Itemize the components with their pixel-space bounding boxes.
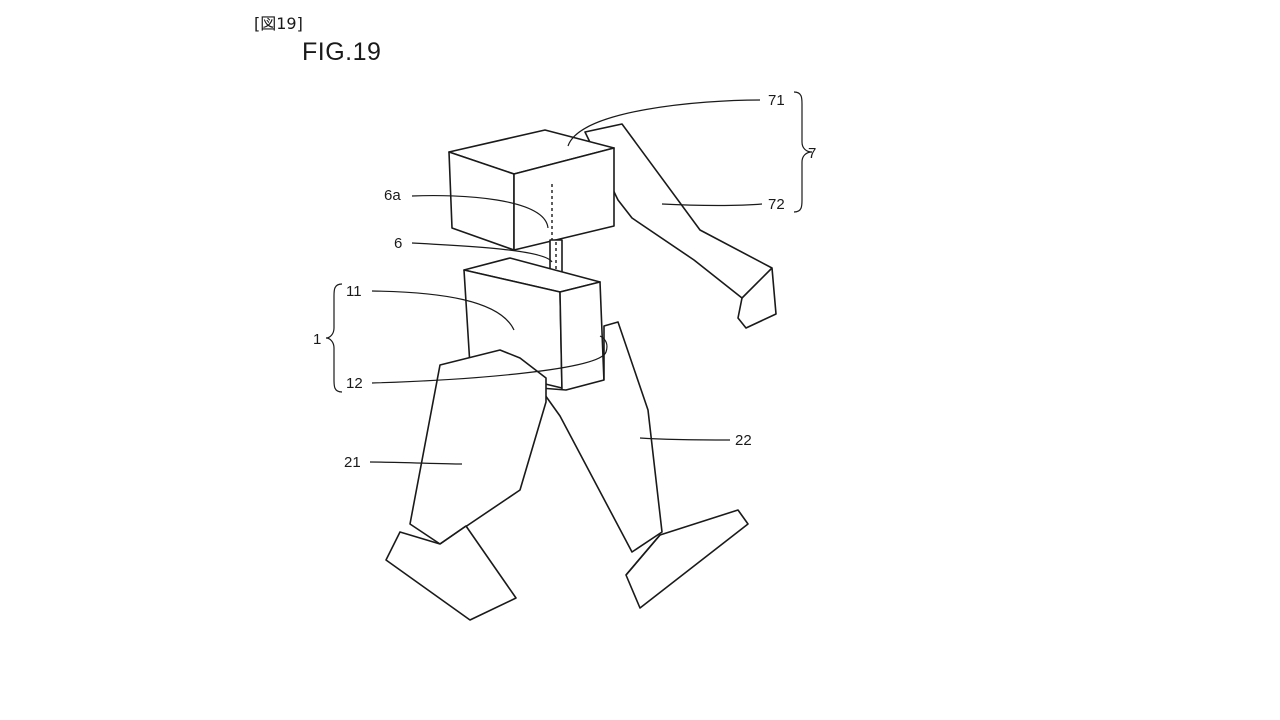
ref-6a: 6a	[384, 187, 401, 204]
leader-72	[661, 203, 763, 207]
brace-1	[325, 283, 343, 393]
head-block-71	[448, 129, 615, 251]
ref-6: 6	[394, 235, 402, 252]
leader-71	[567, 99, 761, 147]
leader-12	[371, 335, 608, 384]
leader-11	[371, 290, 515, 331]
foot-22	[625, 509, 749, 609]
brace-7	[793, 91, 813, 213]
ref-21: 21	[344, 454, 361, 471]
figure-title: FIG.19	[302, 38, 382, 66]
leader-22	[639, 437, 731, 441]
foot-21	[385, 525, 517, 621]
ref-12: 12	[346, 375, 363, 392]
ref-71: 71	[768, 92, 785, 109]
leg-21	[409, 349, 547, 545]
ref-72: 72	[768, 196, 785, 213]
ref-11: 11	[346, 283, 362, 300]
leader-21	[369, 461, 463, 465]
leg-22	[539, 321, 663, 553]
arm-72	[584, 123, 777, 329]
ref-22: 22	[735, 432, 752, 449]
figure-label-jp: [図19]	[254, 14, 303, 33]
leader-6	[411, 242, 553, 263]
leader-6a	[411, 194, 549, 229]
ref-7: 7	[808, 145, 816, 162]
ref-1: 1	[313, 331, 321, 348]
